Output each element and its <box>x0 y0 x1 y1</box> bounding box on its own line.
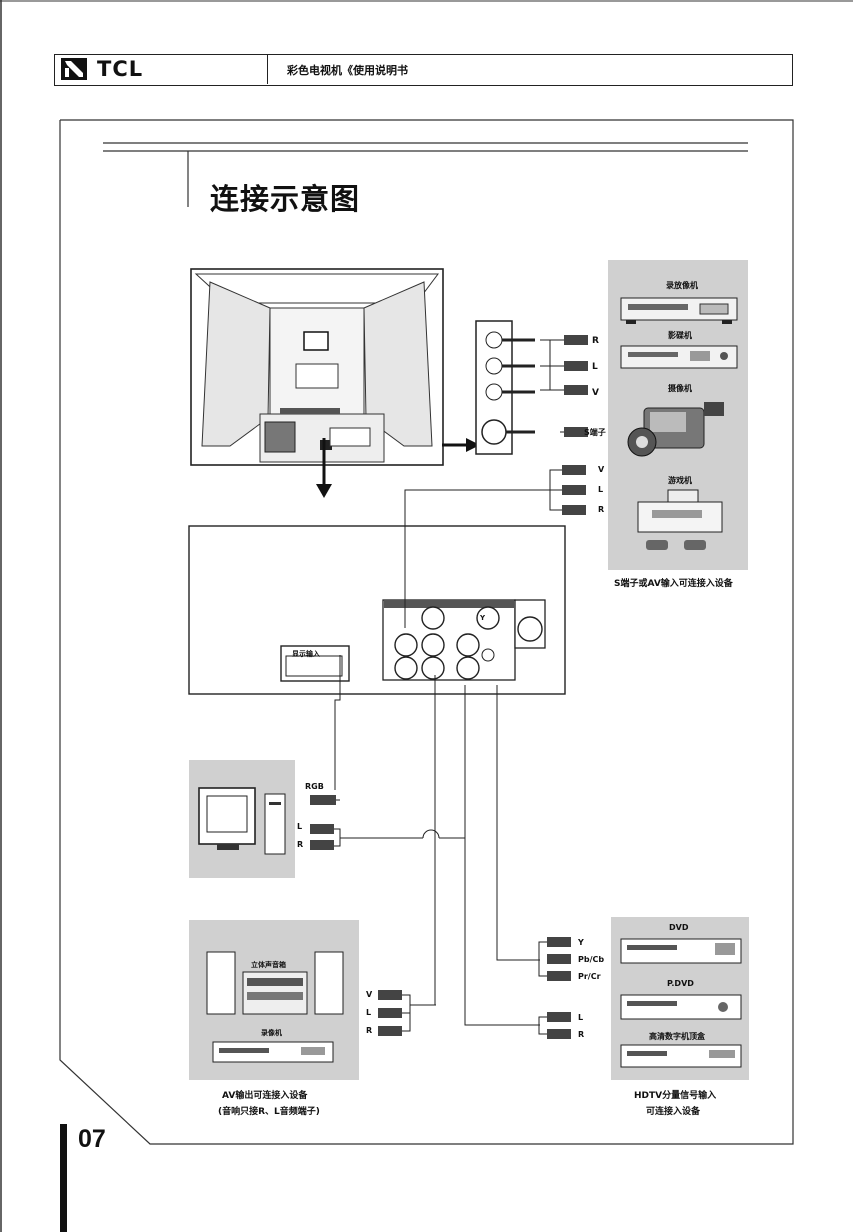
rear-av-r-label: R <box>598 505 605 514</box>
hdtv-plugs <box>538 937 571 1039</box>
pc-panel <box>189 760 295 878</box>
av-output-devices-panel: 立体声音箱 录像机 <box>189 920 359 1080</box>
dvd-label: DVD <box>669 923 689 932</box>
hdtv-pr-label: Pr/Cr <box>578 972 601 981</box>
dvd-player-icon <box>620 938 742 964</box>
recorder-icon <box>212 1041 334 1063</box>
pc-cables <box>310 795 465 850</box>
hdtv-l-label: L <box>578 1013 584 1022</box>
side-jack-l-label: L <box>592 362 598 372</box>
device-label-camcorder: 摄像机 <box>668 384 692 393</box>
game-console-icon <box>637 489 723 550</box>
av-output-caption-1: AV输出可连接入设备 <box>222 1091 308 1101</box>
brand-name: TCL <box>97 57 144 81</box>
connection-arrows <box>316 438 480 498</box>
recorder-label: 录像机 <box>261 1029 282 1037</box>
rear-av-l-label: L <box>598 485 604 494</box>
av-output-l-label: L <box>366 1008 372 1017</box>
device-label-vcr: 录放像机 <box>666 281 698 290</box>
av-output-r-label: R <box>366 1026 373 1035</box>
av-output-caption-2: (音响只接R、L音频端子) <box>218 1107 320 1117</box>
page-number: 07 <box>78 1125 106 1153</box>
av-input-devices-panel: 录放像机 影碟机 摄像机 游戏机 <box>608 260 748 570</box>
hdtv-pb-label: Pb/Cb <box>578 955 605 964</box>
tcl-logo-icon <box>61 58 87 80</box>
rear-connection-panel <box>188 525 566 695</box>
logo: TCL <box>55 55 268 84</box>
tv-rear-illustration <box>190 268 444 466</box>
rear-av-v-label: V <box>598 465 605 474</box>
hdtv-caption-1: HDTV分量信号输入 <box>634 1091 717 1101</box>
hd-box-label: 高清数字机顶盒 <box>649 1032 705 1041</box>
stereo-label: 立体声音箱 <box>251 961 286 969</box>
hdtv-caption-2: 可连接入设备 <box>646 1107 701 1117</box>
hdtv-r-label: R <box>578 1030 585 1039</box>
section-title: 连接示意图 <box>210 182 361 216</box>
pdvd-label: P.DVD <box>667 979 694 988</box>
vcr-icon <box>620 297 738 324</box>
hdtv-y-label: Y <box>578 938 584 947</box>
disc-player-icon <box>620 345 738 369</box>
pc-rgb-label: RGB <box>305 782 324 791</box>
side-cables <box>540 335 588 437</box>
av-input-caption: S端子或AV输入可连接入设备 <box>614 579 733 589</box>
pc-monitor-icon <box>198 787 286 855</box>
side-jack-panel <box>475 320 535 455</box>
header-title: 彩色电视机《使用说明书 <box>287 64 408 77</box>
side-jack-v-label: V <box>592 388 599 398</box>
hd-set-top-box-icon <box>620 1044 742 1068</box>
av-output-v-label: V <box>366 990 373 999</box>
device-label-disc: 影碟机 <box>668 331 692 340</box>
page-header: TCL 彩色电视机《使用说明书 <box>54 54 793 86</box>
side-jack-r-label: R <box>592 336 599 346</box>
rear-y-label: Y <box>480 614 486 622</box>
stereo-speakers-icon <box>206 951 344 1015</box>
camcorder-icon <box>627 402 724 457</box>
pc-r-label: R <box>297 840 304 849</box>
av-output-plugs <box>378 990 436 1036</box>
device-label-game: 游戏机 <box>668 476 692 485</box>
pdvd-player-icon <box>620 994 742 1020</box>
vga-input-label: 显示输入 <box>292 650 320 658</box>
hdtv-devices-panel: DVD P.DVD 高清数字机顶盒 <box>611 917 749 1080</box>
side-jack-s-label: S端子 <box>584 428 606 437</box>
pc-l-label: L <box>297 822 303 831</box>
